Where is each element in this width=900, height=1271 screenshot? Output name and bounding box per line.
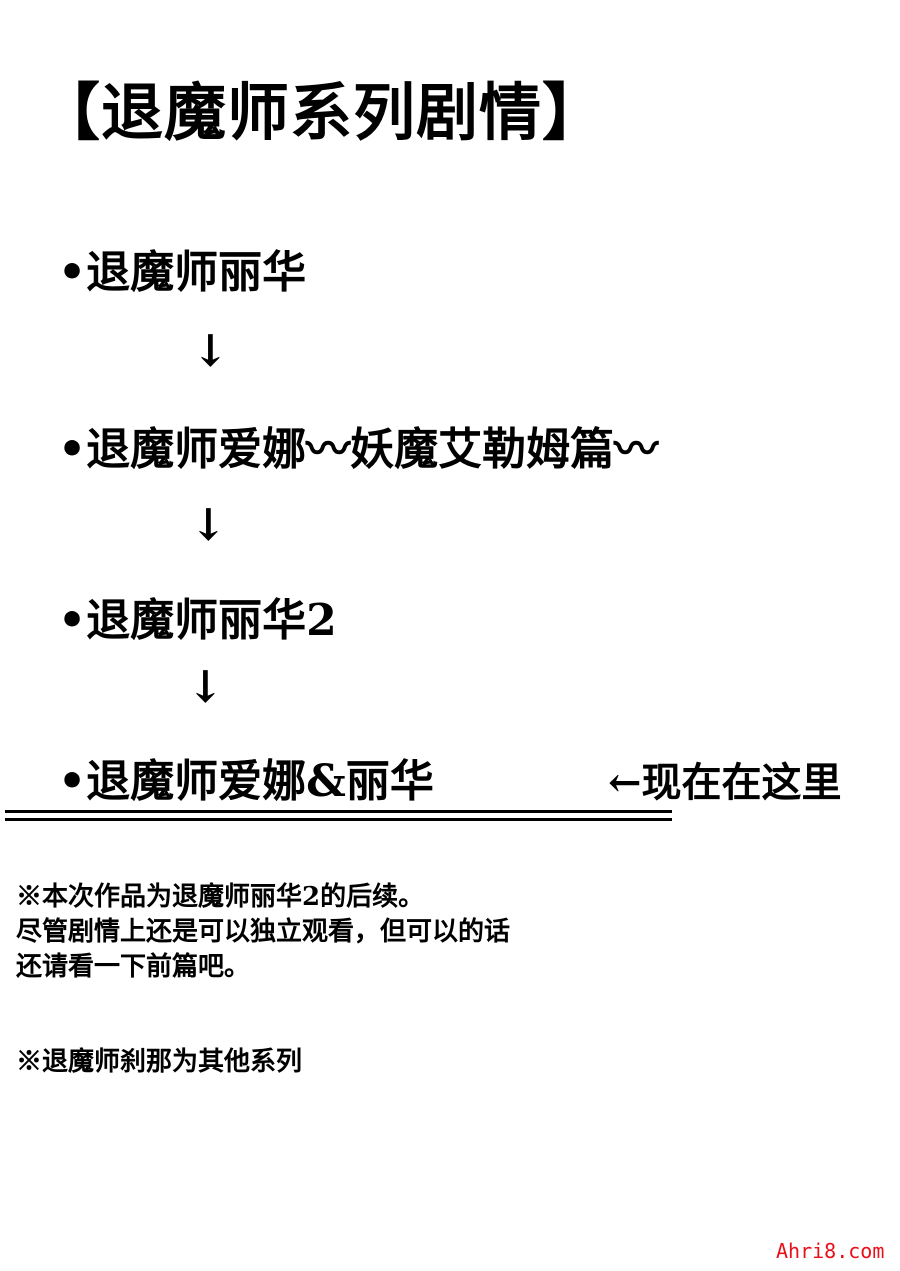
series-item-3: •退魔师丽华2 bbox=[58, 595, 337, 646]
note-line-1: ※本次作品为退魔师丽华2的后续。 bbox=[16, 882, 425, 912]
note-line-4: ※退魔师刹那为其他系列 bbox=[16, 1047, 303, 1077]
note-line-2: 尽管剧情上还是可以独立观看，但可以的话 bbox=[16, 917, 511, 947]
note-line-3: 还请看一下前篇吧。 bbox=[16, 952, 251, 982]
down-arrow-icon: ↓ bbox=[190, 500, 227, 551]
watermark: Ahri8.com bbox=[776, 1239, 885, 1263]
double-rule-top bbox=[5, 810, 672, 813]
current-position-marker: ←现在在这里 bbox=[608, 759, 842, 806]
double-rule-bottom bbox=[5, 818, 672, 821]
page-title: 【退魔师系列剧情】 bbox=[38, 76, 606, 149]
series-item-2: •退魔师爱娜〰妖魔艾勒姆篇〰 bbox=[58, 424, 659, 475]
series-item-4-current: •退魔师爱娜&丽华 bbox=[58, 756, 434, 807]
series-item-1: •退魔师丽华 bbox=[58, 247, 307, 298]
down-arrow-icon: ↓ bbox=[192, 326, 229, 377]
down-arrow-icon: ↓ bbox=[187, 662, 224, 713]
